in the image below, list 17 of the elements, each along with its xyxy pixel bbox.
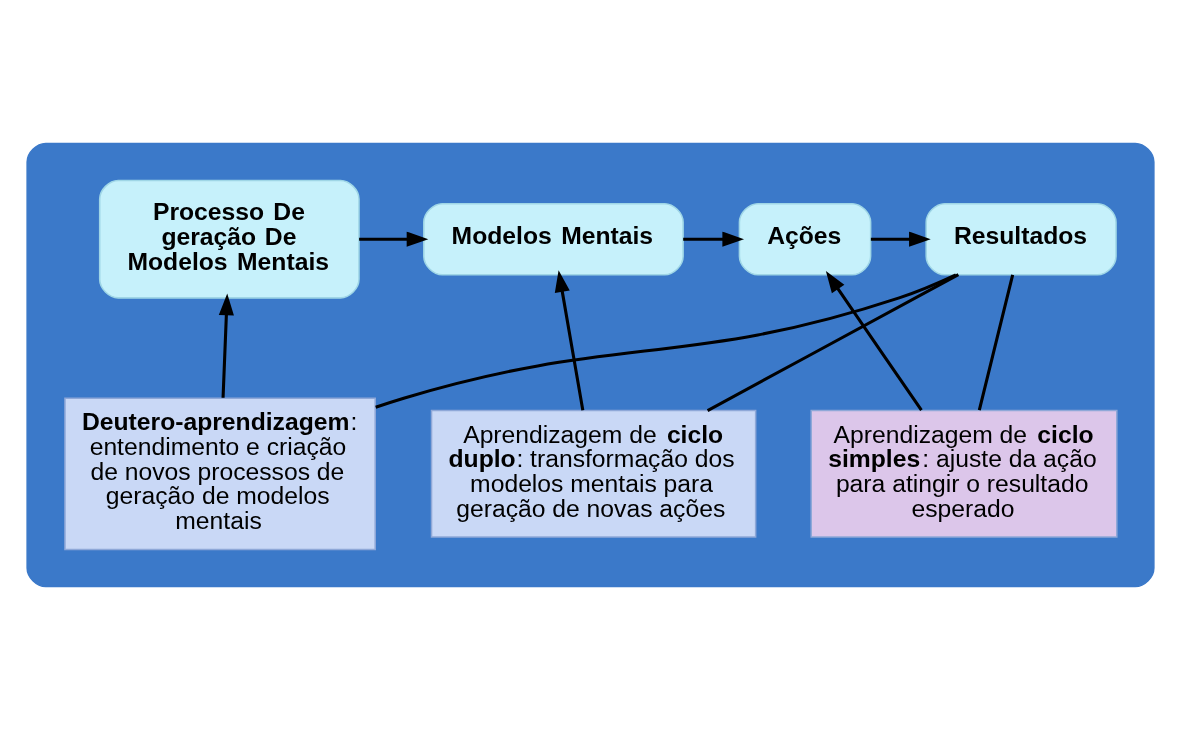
arrow [218, 293, 234, 398]
arrow [870, 231, 931, 247]
arrow [359, 231, 429, 247]
node-box: Modelos Mentais [423, 202, 684, 275]
arrow [554, 269, 585, 410]
connector [706, 272, 960, 412]
node-box: Resultados [925, 202, 1117, 275]
arrow [825, 270, 923, 411]
arrow [683, 231, 745, 247]
connector [977, 274, 1015, 411]
node-box: Processo De geração De Modelos Mentais [98, 179, 360, 299]
node-box: Aprendizagem de ciclo simples: ajuste da ação para atingir o resultado esperado [810, 409, 1118, 538]
connector [375, 272, 957, 409]
node-box: Ações [738, 202, 872, 275]
node-box: Aprendizagem de ciclo duplo: transformação dos modelos mentais para geração de novas ações [430, 409, 757, 538]
cluster [26, 142, 1155, 587]
node-box: Deutero-aprendizagem: entendimento e criação de novos processos de geração de modelos mentais [64, 396, 376, 550]
